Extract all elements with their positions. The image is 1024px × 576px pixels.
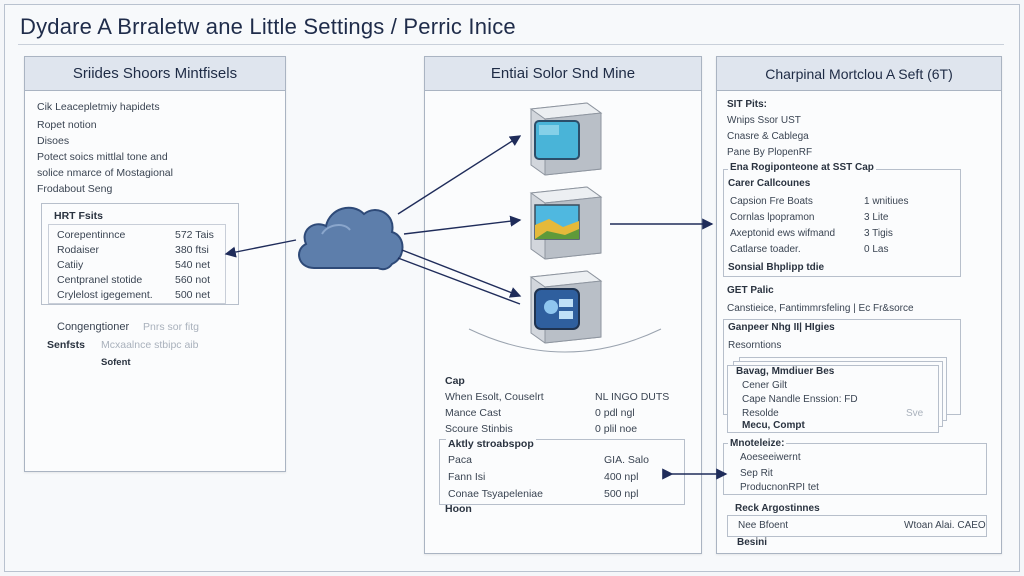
row-value: 500 npl	[604, 488, 639, 500]
right-backup-box: Nee Bfoent Wtoan Alai. CAEO	[727, 515, 987, 537]
row-value: Wtoan Alai. CAEO	[904, 520, 986, 531]
row-label: Catlarse toader.	[730, 244, 801, 255]
image-device-icon	[529, 186, 603, 260]
list-item: ProducnonRPI tet	[740, 482, 819, 493]
left-footer-faded: Pnrs sor fitg	[143, 321, 200, 333]
row-label: Cornlas lpopramon	[730, 212, 815, 223]
row-label: Paca	[448, 454, 472, 466]
row-label: Rodaiser	[57, 244, 100, 256]
stack-line: Resolde	[742, 408, 779, 419]
row-label: Axeptonid ews wifmand	[730, 228, 836, 239]
middle-panel: Entiai Solor Snd Mine Cap When Esolt, Co…	[424, 56, 702, 554]
page-title: Dydare A Brraletw ane Little Settings / …	[20, 14, 516, 39]
left-footer-line: Congengtioner	[57, 321, 130, 333]
row-value: 3 Lite	[864, 212, 889, 223]
row-value: 0 pdl ngl	[595, 407, 635, 419]
right-panel-header: Charpinal Mortclou A Seft (6T)	[717, 57, 1001, 91]
mid-metrics-box: Aktly stroabspop Paca GIA. Salo Fann Isi…	[439, 438, 685, 505]
right-capability-box: Ena Rogiponteone at SST Cap Carer Callco…	[723, 162, 961, 277]
row-value: GIA. Salo	[604, 454, 649, 466]
row-label: Centpranel stotide	[57, 274, 143, 286]
row-value: 560 not	[175, 274, 211, 286]
right-section2-line: Canstieice, Fantimmrsfeling | Ec Fr&sorc…	[727, 303, 914, 314]
row-label: When Esolt, Couselrt	[445, 391, 544, 403]
left-box-title: HRT Fsits	[54, 210, 104, 222]
right-intro-line: Cnasre & Cablega	[727, 131, 809, 142]
stack-line: Cener Gilt	[742, 380, 788, 391]
left-panel-header: Sriides Shoors Mintfisels	[25, 57, 285, 91]
left-intro-line: Potect soics mittlal tone and	[37, 151, 168, 163]
right-intro-line: Pane By PlopenRF	[727, 147, 813, 158]
row-label: Mance Cast	[445, 407, 502, 419]
left-footer-line: Sofent	[101, 357, 131, 368]
left-stats-inner: Corepentinnce 572 Tais Rodaiser 380 ftsi…	[48, 224, 226, 304]
stack-card-front: Bavag, Mmdiuer Bes Cener Gilt Cape Nandl…	[727, 365, 939, 433]
right-box1-footer: Sonsial Bhplipp tdie	[728, 262, 825, 273]
right-box4-footer: Besini	[737, 537, 768, 548]
left-intro-line: Cik Leacepletmiy hapidets	[37, 101, 160, 113]
left-intro-line: Disoes	[37, 135, 70, 147]
left-stats-box: HRT Fsits Corepentinnce 572 Tais Rodaise…	[41, 203, 239, 305]
right-intro-line: Wnips Ssor UST	[727, 115, 801, 126]
left-footer-faded: Mcxaalnce stbipc aib	[101, 339, 199, 351]
row-label: Crylelost igegement.	[57, 289, 153, 301]
right-intro-line: SIT Pits:	[727, 99, 768, 110]
middle-panel-header: Entiai Solor Snd Mine	[425, 57, 701, 91]
row-label: Fann Isi	[448, 471, 486, 483]
left-footer-line: Senfsts	[47, 339, 85, 351]
mid-section-title: Cap	[445, 375, 465, 387]
left-intro-line: Ropet notion	[37, 119, 97, 131]
mid-box-title: Aktly stroabspop	[446, 438, 536, 450]
row-value: 540 net	[175, 259, 211, 271]
monitor-device-icon	[529, 102, 603, 176]
row-label: Scoure Stinbis	[445, 423, 513, 435]
row-value: 380 ftsi	[175, 244, 209, 256]
stack-line: Mecu, Compt	[742, 420, 805, 431]
stack-line: Resorntions	[728, 340, 782, 351]
left-panel: Sriides Shoors Mintfisels Cik Leacepletm…	[24, 56, 286, 472]
row-value: 500 net	[175, 289, 211, 301]
row-value: 400 npl	[604, 471, 639, 483]
cloud-icon	[298, 206, 404, 271]
right-box1-sub: Carer Callcounes	[728, 178, 811, 189]
right-section2-title: GET Palic	[727, 285, 774, 296]
stack-line: Cape Nandle Enssion: FD	[742, 394, 858, 405]
left-intro-line: Frodabout Seng	[37, 183, 113, 195]
row-value: 0 plil noe	[595, 423, 638, 435]
list-item: Sep Rit	[740, 468, 773, 479]
right-box3-title: Mnoteleize:	[728, 438, 787, 449]
row-value: 3 Tigis	[864, 228, 893, 239]
row-label: Catiiy	[57, 259, 84, 271]
row-value: 572 Tais	[175, 229, 214, 241]
right-panel: Charpinal Mortclou A Seft (6T) SIT Pits:…	[716, 56, 1002, 554]
title-divider	[18, 44, 1004, 45]
stack-line: Bavag, Mmdiuer Bes	[736, 366, 835, 377]
shadow-arc	[468, 328, 662, 353]
row-label: Conae Tsyapeleniae	[448, 488, 543, 500]
stack-line: Ganpeer Nhg II| HIgies	[728, 322, 835, 333]
right-box1-title: Ena Rogiponteone at SST Cap	[728, 162, 876, 173]
row-label: Capsion Fre Boats	[730, 196, 813, 207]
right-box4-title: Reck Argostinnes	[735, 503, 820, 514]
row-value: 0 Las	[864, 244, 889, 255]
left-intro-line: solice nmarce of Mostagional	[37, 167, 173, 179]
row-value: 1 wnitiues	[864, 196, 909, 207]
row-label: Nee Bfoent	[738, 520, 789, 531]
row-value: NL INGO DUTS	[595, 391, 670, 403]
application-device-icon	[529, 270, 603, 344]
right-monitoring-box: Mnoteleize: Aoeseeiwernt Sep Rit Producn…	[723, 438, 987, 495]
mid-footer: Hoon	[445, 503, 472, 515]
list-item: Aoeseeiwernt	[740, 452, 801, 463]
stack-badge: Sve	[906, 408, 924, 419]
row-label: Corepentinnce	[57, 229, 126, 241]
